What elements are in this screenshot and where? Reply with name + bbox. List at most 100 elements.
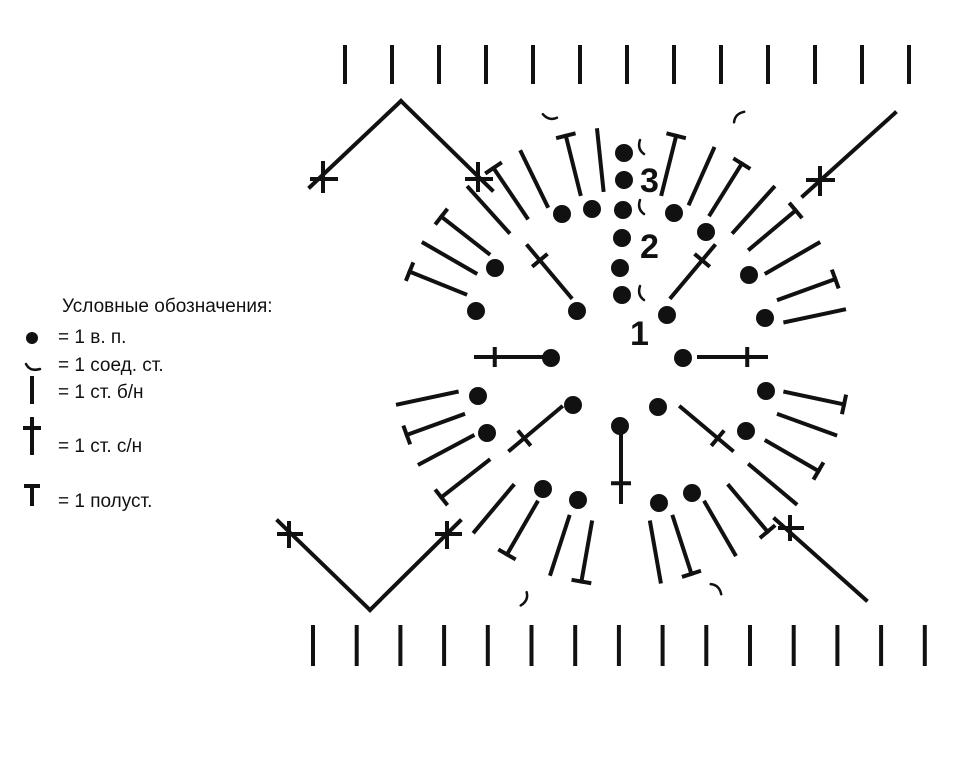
ring1-chain-dot bbox=[611, 417, 629, 435]
ring1-chain-dot bbox=[564, 396, 582, 414]
ring1-double-crochet bbox=[507, 404, 565, 454]
half-double-crochet-icon bbox=[24, 484, 40, 506]
center-chain-dot bbox=[613, 229, 631, 247]
ring3-stitch-cap bbox=[665, 131, 687, 141]
ring3-stitch-cap bbox=[571, 577, 592, 586]
ring2-chain-dot bbox=[756, 309, 774, 327]
ring1-chain-dot bbox=[658, 306, 676, 324]
ring3-stitch bbox=[782, 389, 847, 407]
ring3-stitch-cap bbox=[787, 201, 804, 220]
ring3-stitch bbox=[782, 307, 847, 325]
ring3-stitch bbox=[776, 411, 838, 438]
center-chain-dot bbox=[613, 286, 631, 304]
ring3-stitch bbox=[563, 133, 583, 197]
ring1-double-crochet-cross bbox=[709, 429, 726, 448]
ring3-stitch-cap bbox=[401, 424, 413, 446]
ring2-chain-dot bbox=[665, 204, 683, 222]
ring3-stitch bbox=[702, 499, 738, 558]
ring2-chain-dot bbox=[478, 424, 496, 442]
ring3-stitch bbox=[647, 520, 663, 584]
center-chain-dot bbox=[615, 171, 633, 189]
chain-dot-icon bbox=[26, 332, 38, 344]
ring1-double-crochet-cross bbox=[530, 252, 549, 269]
ring3-stitch bbox=[776, 276, 838, 303]
ring3-stitch bbox=[579, 520, 595, 584]
legend-label-slip-stitch: = 1 соед. ст. bbox=[58, 355, 164, 376]
ring1-double-crochet-cross bbox=[516, 429, 533, 448]
center-slip-arc bbox=[637, 198, 646, 216]
row-label-2: 2 bbox=[640, 228, 659, 266]
ring3-stitch bbox=[504, 499, 540, 558]
ring2-chain-dot bbox=[534, 480, 552, 498]
legend-title: Условные обозначения: bbox=[62, 296, 273, 317]
ring2-chain-dot bbox=[486, 259, 504, 277]
ring3-stitch bbox=[406, 268, 468, 297]
ring3-stitch bbox=[471, 482, 516, 535]
row-label-3: 3 bbox=[640, 162, 659, 200]
corner-diagonal bbox=[800, 110, 898, 199]
ring3-stitch bbox=[416, 433, 476, 467]
ring3-stitch-cap bbox=[404, 261, 416, 282]
outer-slip-arc bbox=[541, 112, 559, 121]
ring3-stitch bbox=[686, 146, 717, 207]
ring1-chain-dot bbox=[649, 398, 667, 416]
center-slip-arc bbox=[637, 138, 646, 156]
ring1-chain-dot bbox=[568, 302, 586, 320]
outer-slip-arc bbox=[709, 582, 723, 596]
ring3-stitch bbox=[395, 389, 460, 407]
center-chain-dot bbox=[615, 144, 633, 162]
ring2-chain-dot bbox=[697, 223, 715, 241]
ring3-stitch bbox=[548, 514, 572, 577]
ring3-stitch bbox=[404, 411, 466, 438]
ring3-stitch bbox=[438, 457, 492, 501]
legend-label-single-crochet: = 1 ст. б/н bbox=[58, 382, 144, 403]
ring2-chain-dot bbox=[583, 200, 601, 218]
ring1-double-crochet bbox=[668, 243, 718, 301]
ring3-stitch-cap bbox=[829, 268, 841, 290]
chart-marks bbox=[275, 45, 927, 666]
ring3-stitch-cap bbox=[839, 394, 849, 415]
row-label-1: 1 bbox=[630, 315, 649, 353]
ring2-chain-dot bbox=[683, 484, 701, 502]
outer-slip-arc bbox=[519, 590, 529, 607]
ring3-stitch bbox=[438, 213, 492, 257]
ring3-stitch bbox=[670, 514, 694, 577]
center-slip-arc bbox=[637, 284, 646, 302]
ring3-stitch bbox=[726, 482, 771, 535]
center-chain-dot bbox=[614, 201, 632, 219]
center-chain-dot bbox=[611, 259, 629, 277]
ring3-stitch-cap bbox=[811, 461, 826, 481]
ring3-stitch-cap bbox=[555, 131, 577, 141]
ring3-stitch-cap bbox=[681, 568, 702, 579]
ring3-stitch bbox=[518, 149, 551, 209]
ring1-double-crochet bbox=[524, 243, 574, 301]
ring2-chain-dot bbox=[467, 302, 485, 320]
ring2-chain-dot bbox=[740, 266, 758, 284]
ring2-chain-dot bbox=[553, 205, 571, 223]
legend-label-chain: = 1 в. п. bbox=[58, 327, 127, 348]
ring2-chain-dot bbox=[650, 494, 668, 512]
ring3-stitch bbox=[465, 184, 512, 235]
ring3-stitch bbox=[659, 133, 679, 197]
corner-diagonal bbox=[307, 98, 404, 190]
slip-stitch-arc-icon bbox=[24, 362, 42, 372]
ring3-stitch-cap bbox=[433, 207, 450, 226]
ring3-stitch bbox=[490, 165, 530, 221]
ring2-chain-dot bbox=[469, 387, 487, 405]
ring3-stitch-cap bbox=[497, 547, 517, 562]
ring1-double-crochet bbox=[677, 404, 735, 454]
ring3-stitch bbox=[746, 462, 799, 507]
ring3-stitch bbox=[763, 438, 822, 474]
ring2-chain-dot bbox=[569, 491, 587, 509]
ring1-chain-dot bbox=[542, 349, 560, 367]
ring3-stitch-cap bbox=[433, 488, 450, 507]
legend-label-double-crochet: = 1 ст. с/н bbox=[58, 436, 143, 457]
ring3-stitch bbox=[594, 128, 606, 193]
ring3-stitch bbox=[420, 240, 479, 276]
ring3-stitch bbox=[730, 184, 777, 235]
ring2-chain-dot bbox=[757, 382, 775, 400]
outer-slip-arc bbox=[732, 110, 746, 124]
ring3-stitch bbox=[746, 207, 799, 252]
ring1-double-crochet-cross bbox=[693, 252, 712, 269]
